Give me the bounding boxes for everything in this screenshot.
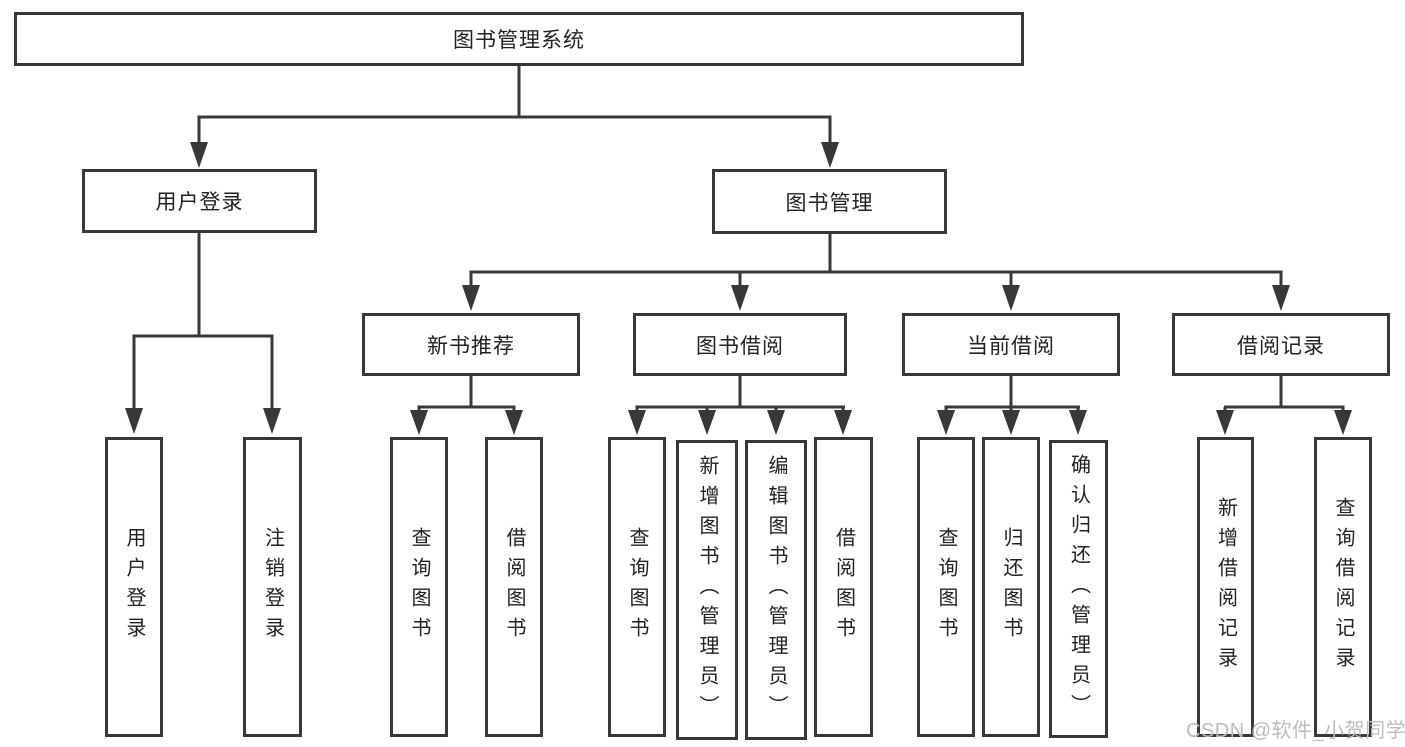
leaf-query-borrow-record: 查询借阅记录 [1314,437,1372,737]
leaf-return-books-label: 归还图书 [1000,527,1022,647]
leaf-query-books-borrow-label: 查询图书 [626,527,648,647]
leaf-borrow-books-borrow: 借阅图书 [814,437,873,737]
leaf-add-borrow-record-label: 新增借阅记录 [1214,497,1237,677]
watermark: CSDN @软件_小贺同学 [1186,720,1405,742]
leaf-query-borrow-record-label: 查询借阅记录 [1332,497,1354,677]
node-current-borrow-label: 当前借阅 [967,334,1055,358]
leaf-return-books: 归还图书 [982,437,1040,737]
leaf-query-books-current-label: 查询图书 [935,527,957,647]
node-user-login-branch-label: 用户登录 [155,191,244,214]
node-root: 图书管理系统 [14,12,1024,66]
node-user-login-branch: 用户登录 [82,169,317,233]
leaf-edit-book-admin-label: 编辑图书（管理员） [765,455,787,725]
node-book-borrow-label: 图书借阅 [696,334,784,358]
leaf-query-books-borrow: 查询图书 [608,437,666,737]
leaf-add-book-admin: 新增图书（管理员） [676,440,738,740]
leaf-logout-label: 注销登录 [261,527,284,647]
node-borrow-records: 借阅记录 [1172,313,1390,376]
leaf-user-login-label: 用户登录 [123,527,145,647]
leaf-confirm-return-admin-label: 确认归还（管理员） [1067,454,1090,724]
leaf-query-books-current: 查询图书 [917,437,975,737]
node-current-borrow: 当前借阅 [902,313,1120,376]
leaf-borrow-books-borrow-label: 借阅图书 [832,527,855,647]
node-book-management: 图书管理 [712,169,947,234]
node-root-label: 图书管理系统 [453,29,585,52]
leaf-add-borrow-record: 新增借阅记录 [1197,437,1254,737]
leaf-query-books-recommend: 查询图书 [390,437,448,737]
leaf-query-books-recommend-label: 查询图书 [408,527,430,647]
node-book-management-label: 图书管理 [785,191,874,215]
leaf-confirm-return-admin: 确认归还（管理员） [1049,440,1108,738]
leaf-add-book-admin-label: 新增图书（管理员） [696,455,718,725]
node-borrow-records-label: 借阅记录 [1237,334,1325,358]
leaf-user-login: 用户登录 [105,437,163,737]
leaf-borrow-books-recommend-label: 借阅图书 [503,527,525,647]
leaf-logout: 注销登录 [243,437,302,737]
node-new-book-recommend-label: 新书推荐 [427,334,515,358]
leaf-edit-book-admin: 编辑图书（管理员） [745,440,807,740]
leaf-borrow-books-recommend: 借阅图书 [485,437,543,737]
node-book-borrow: 图书借阅 [633,313,847,376]
node-new-book-recommend: 新书推荐 [362,313,580,376]
